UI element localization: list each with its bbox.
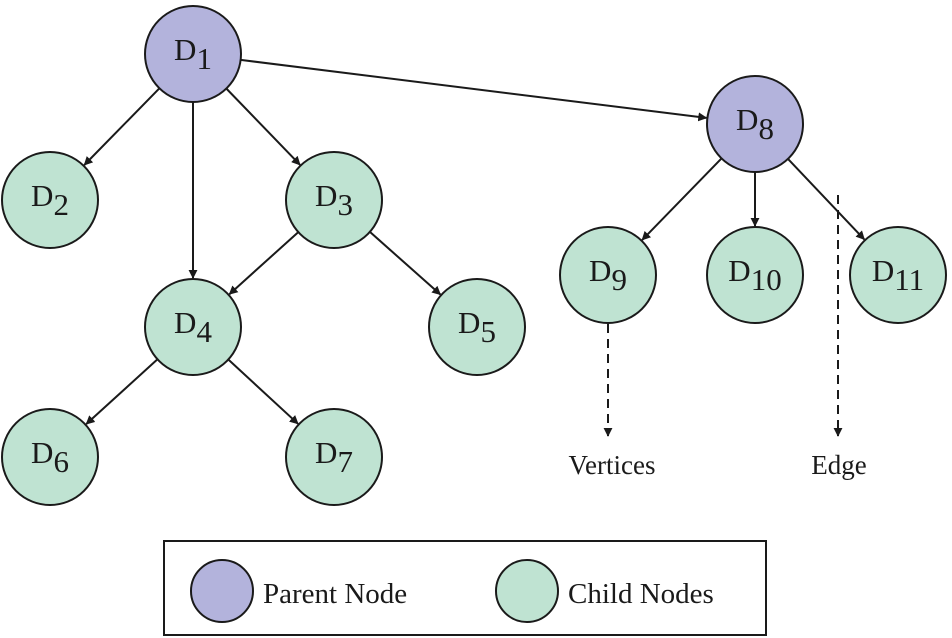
node-d9-circle <box>559 226 657 324</box>
node-label-subscript: 1 <box>196 41 212 76</box>
node-d11-circle <box>849 226 947 324</box>
node-label-subscript: 4 <box>196 314 212 349</box>
node-label-subscript: 3 <box>337 187 353 222</box>
vertices-label: Vertices <box>569 450 656 480</box>
edge-d1-to-d8 <box>240 58 708 122</box>
edge-d1-to-d3 <box>225 87 301 166</box>
node-d9-label: D9 <box>589 253 627 297</box>
node-d2: D2 <box>1 151 99 249</box>
node-d3-label: D3 <box>315 178 353 222</box>
node-d5-label: D5 <box>458 305 496 349</box>
node-d8-circle <box>706 75 804 173</box>
node-d7-label: D7 <box>315 435 353 479</box>
node-d5: D5 <box>428 278 526 376</box>
node-d7: D7 <box>285 408 383 506</box>
node-label-base: D <box>315 435 337 470</box>
node-d2-label: D2 <box>31 178 69 222</box>
node-d6-label: D6 <box>31 435 69 479</box>
node-label-base: D <box>589 253 611 288</box>
node-d3: D3 <box>285 151 383 249</box>
edges-layer <box>83 58 866 425</box>
node-d1: D1 <box>144 5 242 103</box>
node-label-subscript: 2 <box>53 187 69 222</box>
legend-parent-swatch <box>190 559 254 623</box>
edge-d3-to-d5 <box>369 231 442 296</box>
node-d6-circle <box>1 408 99 506</box>
node-d10-circle <box>706 226 804 324</box>
node-label-base: D <box>736 102 758 137</box>
node-label-base: D <box>174 305 196 340</box>
node-d11-label: D11 <box>872 253 924 297</box>
edge-d4-to-d7 <box>227 358 299 425</box>
node-label-subscript: 5 <box>480 314 496 349</box>
node-d7-circle <box>285 408 383 506</box>
legend-parent-label: Parent Node <box>263 578 407 610</box>
node-d1-label: D1 <box>174 32 212 76</box>
edge-d3-to-d4 <box>228 231 299 295</box>
legend-child-swatch <box>495 559 559 623</box>
node-d11: D11 <box>849 226 947 324</box>
node-label-subscript: 6 <box>53 444 69 479</box>
node-label-base: D <box>728 253 750 288</box>
node-d5-circle <box>428 278 526 376</box>
node-label-subscript: 10 <box>751 262 782 297</box>
node-d3-circle <box>285 151 383 249</box>
node-d2-circle <box>1 151 99 249</box>
node-label-base: D <box>31 178 53 213</box>
legend: Parent Node Child Nodes <box>163 540 767 636</box>
node-label-base: D <box>872 253 894 288</box>
node-d8-label: D8 <box>736 102 774 146</box>
node-d4: D4 <box>144 278 242 376</box>
edge-d8-to-d11 <box>787 158 866 241</box>
edge-label: Edge <box>811 450 866 480</box>
node-label-subscript: 11 <box>894 262 924 297</box>
node-d10: D10 <box>706 226 804 324</box>
node-label-base: D <box>315 178 337 213</box>
node-d10-label: D10 <box>728 253 781 297</box>
edge-d4-to-d6 <box>85 358 159 425</box>
node-label-base: D <box>174 32 196 67</box>
legend-box <box>163 540 767 636</box>
edge-d8-to-d9 <box>641 157 723 241</box>
node-label-base: D <box>31 435 53 470</box>
node-label-subscript: 7 <box>337 444 353 479</box>
legend-child-label: Child Nodes <box>568 578 714 610</box>
node-d1-circle <box>144 5 242 103</box>
node-label-base: D <box>458 305 480 340</box>
node-d4-circle <box>144 278 242 376</box>
node-d6: D6 <box>1 408 99 506</box>
node-label-subscript: 9 <box>611 262 627 297</box>
node-d9: D9 <box>559 226 657 324</box>
node-d4-label: D4 <box>174 305 212 349</box>
edge-d1-to-d2 <box>83 87 161 166</box>
node-label-subscript: 8 <box>758 111 774 146</box>
node-d8: D8 <box>706 75 804 173</box>
